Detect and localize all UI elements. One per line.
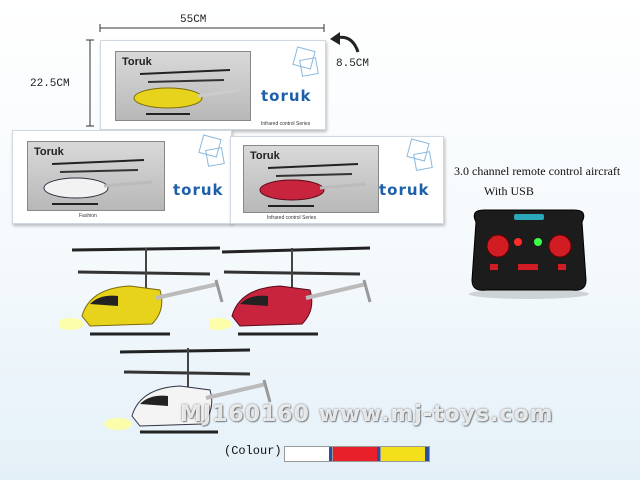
dimension-lines	[86, 24, 325, 127]
controller-badge	[514, 214, 544, 220]
helicopter-image-yellow	[133, 69, 241, 115]
box-window-brand: Toruk	[122, 56, 152, 68]
box-window: Toruk	[115, 51, 251, 121]
helicopter-image-white	[43, 159, 153, 205]
box-length-label: 55CM	[180, 14, 207, 26]
decor-squares	[292, 46, 319, 77]
box-window-brand: Toruk	[34, 146, 64, 158]
controller-led-red-icon	[514, 238, 522, 246]
box-brand-logo: toruk	[173, 181, 224, 199]
feature-line-1: 3.0 channel remote control aircraft	[454, 164, 621, 178]
helicopter-yellow	[60, 246, 224, 336]
feature-line-2: With USB	[484, 184, 534, 198]
curved-arrow-icon	[330, 32, 360, 53]
helicopter-red	[210, 246, 372, 336]
box-tag-text: Fashion	[79, 213, 97, 219]
box-brand-logo: toruk	[261, 87, 312, 105]
box-window: Toruk	[243, 145, 379, 213]
helicopter-white	[104, 348, 272, 434]
box-window-brand: Toruk	[250, 150, 280, 162]
package-box-red: Toruk Infrared control Series toruk	[230, 136, 444, 224]
decor-squares	[198, 134, 225, 167]
colour-swatch-yellow	[380, 446, 430, 462]
colour-swatch-red	[332, 446, 382, 462]
remote-controller-image	[469, 209, 589, 299]
box-series-text: Infrared control Series	[267, 215, 317, 221]
box-height-label: 22.5CM	[30, 78, 70, 90]
box-window: Toruk	[27, 141, 165, 211]
decor-squares	[406, 138, 433, 171]
watermark-text: MJ160160 www.mj-toys.com	[180, 402, 554, 427]
box-brand-logo: toruk	[379, 181, 430, 199]
controller-led-green-icon	[534, 238, 542, 246]
helicopter-image-red	[259, 163, 367, 207]
colour-label: (Colour):	[224, 444, 289, 458]
package-box-white: Toruk Fashion toruk	[12, 130, 232, 224]
package-box-yellow: Toruk toruk Infrared control Series	[100, 40, 326, 130]
box-depth-label: 8.5CM	[336, 58, 370, 70]
box-series-text: Infrared control Series	[261, 121, 311, 127]
colour-swatch-white	[284, 446, 334, 462]
